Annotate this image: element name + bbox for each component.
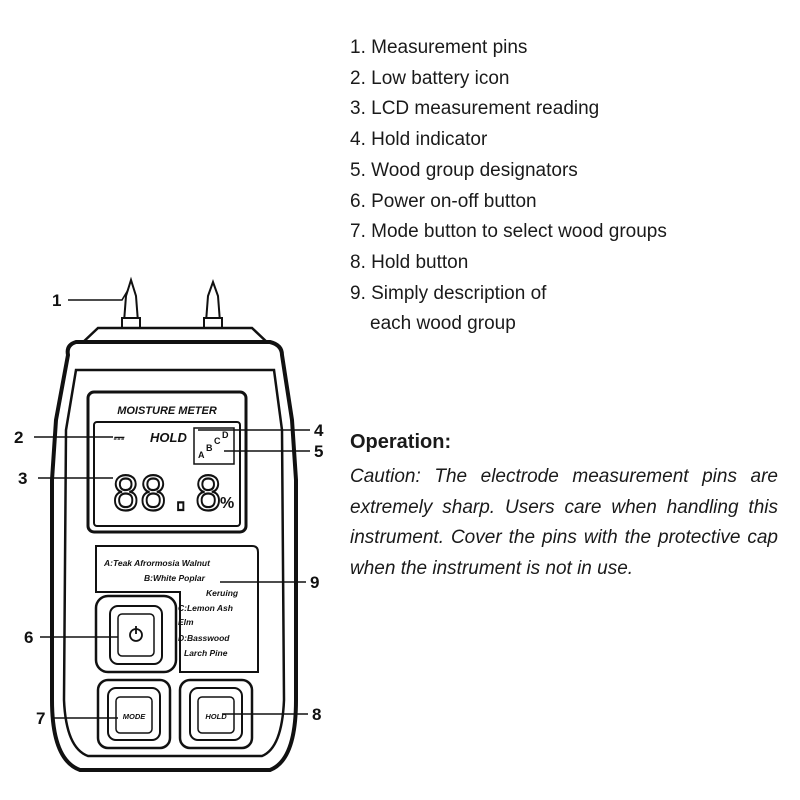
callout-lines <box>34 289 310 719</box>
wood-group-c1: C:Lemon Ash <box>178 603 233 613</box>
callout-1: 1 <box>52 291 61 310</box>
legend-item-6: 6. Power on-off button <box>350 190 537 212</box>
callout-3: 3 <box>18 469 27 488</box>
group-c: C <box>214 436 221 446</box>
callout-7: 7 <box>36 709 45 728</box>
legend-item-5: 5. Wood group designators <box>350 159 578 181</box>
mode-button-label: MODE <box>123 712 146 721</box>
wood-group-panel: A:Teak Afrormosia Walnut B:White Poplar … <box>95 545 259 673</box>
legend-item-3: 3. LCD measurement reading <box>350 98 600 120</box>
operation-title: Operation: <box>350 431 452 453</box>
group-b: B <box>206 443 213 453</box>
hold-button[interactable]: HOLD <box>178 678 254 750</box>
legend-item-9-text: each wood group <box>370 313 516 335</box>
parts-legend: 1. Measurement pins 2. Low battery icon … <box>350 33 667 340</box>
wood-group-a: A:Teak Afrormosia Walnut <box>103 558 211 568</box>
wood-group-box <box>193 427 235 465</box>
lcd-reading: 88.8 <box>112 467 222 526</box>
legend-item-9: 9. Simply description of <box>350 282 547 304</box>
wood-group-c2: Elm <box>178 617 194 627</box>
operation-caution-text: Caution: The electrode measurement pins … <box>350 466 778 580</box>
wood-group-b2: Keruing <box>206 588 239 598</box>
legend-item-4: 4. Hold indicator <box>350 129 488 151</box>
legend-item-1: 1. Measurement pins <box>350 37 528 58</box>
legend-item-8: 8. Hold button <box>350 251 469 273</box>
legend-item-2: 2. Low battery icon <box>350 67 510 89</box>
lcd-panel: MOISTURE METER ⎓ HOLD A B C D 88.8 % <box>86 390 248 534</box>
callout-8: 8 <box>312 705 321 724</box>
low-battery-icon: ⎓ <box>113 430 125 445</box>
legend-item-7: 7. Mode button to select wood groups <box>350 221 667 243</box>
group-a: A <box>198 450 205 460</box>
wood-group-d1: D:Basswood <box>178 633 230 643</box>
group-d: D <box>222 430 229 440</box>
hold-button-label: HOLD <box>205 712 227 721</box>
brand-label: MOISTURE METER <box>117 405 217 417</box>
callout-5: 5 <box>314 442 323 461</box>
callout-6: 6 <box>24 628 33 647</box>
lcd-unit: % <box>220 495 234 512</box>
legend-item-9-continued: each wood group <box>350 309 667 340</box>
measurement-pins <box>121 276 223 331</box>
mode-button[interactable]: MODE <box>96 678 172 750</box>
callout-4: 4 <box>314 421 324 440</box>
wood-group-b1: B:White Poplar <box>144 573 206 583</box>
callout-2: 2 <box>14 428 23 447</box>
wood-group-d2: Larch Pine <box>184 648 228 658</box>
hold-indicator: HOLD <box>150 430 187 445</box>
callout-9: 9 <box>310 573 319 592</box>
power-button[interactable] <box>94 594 178 674</box>
